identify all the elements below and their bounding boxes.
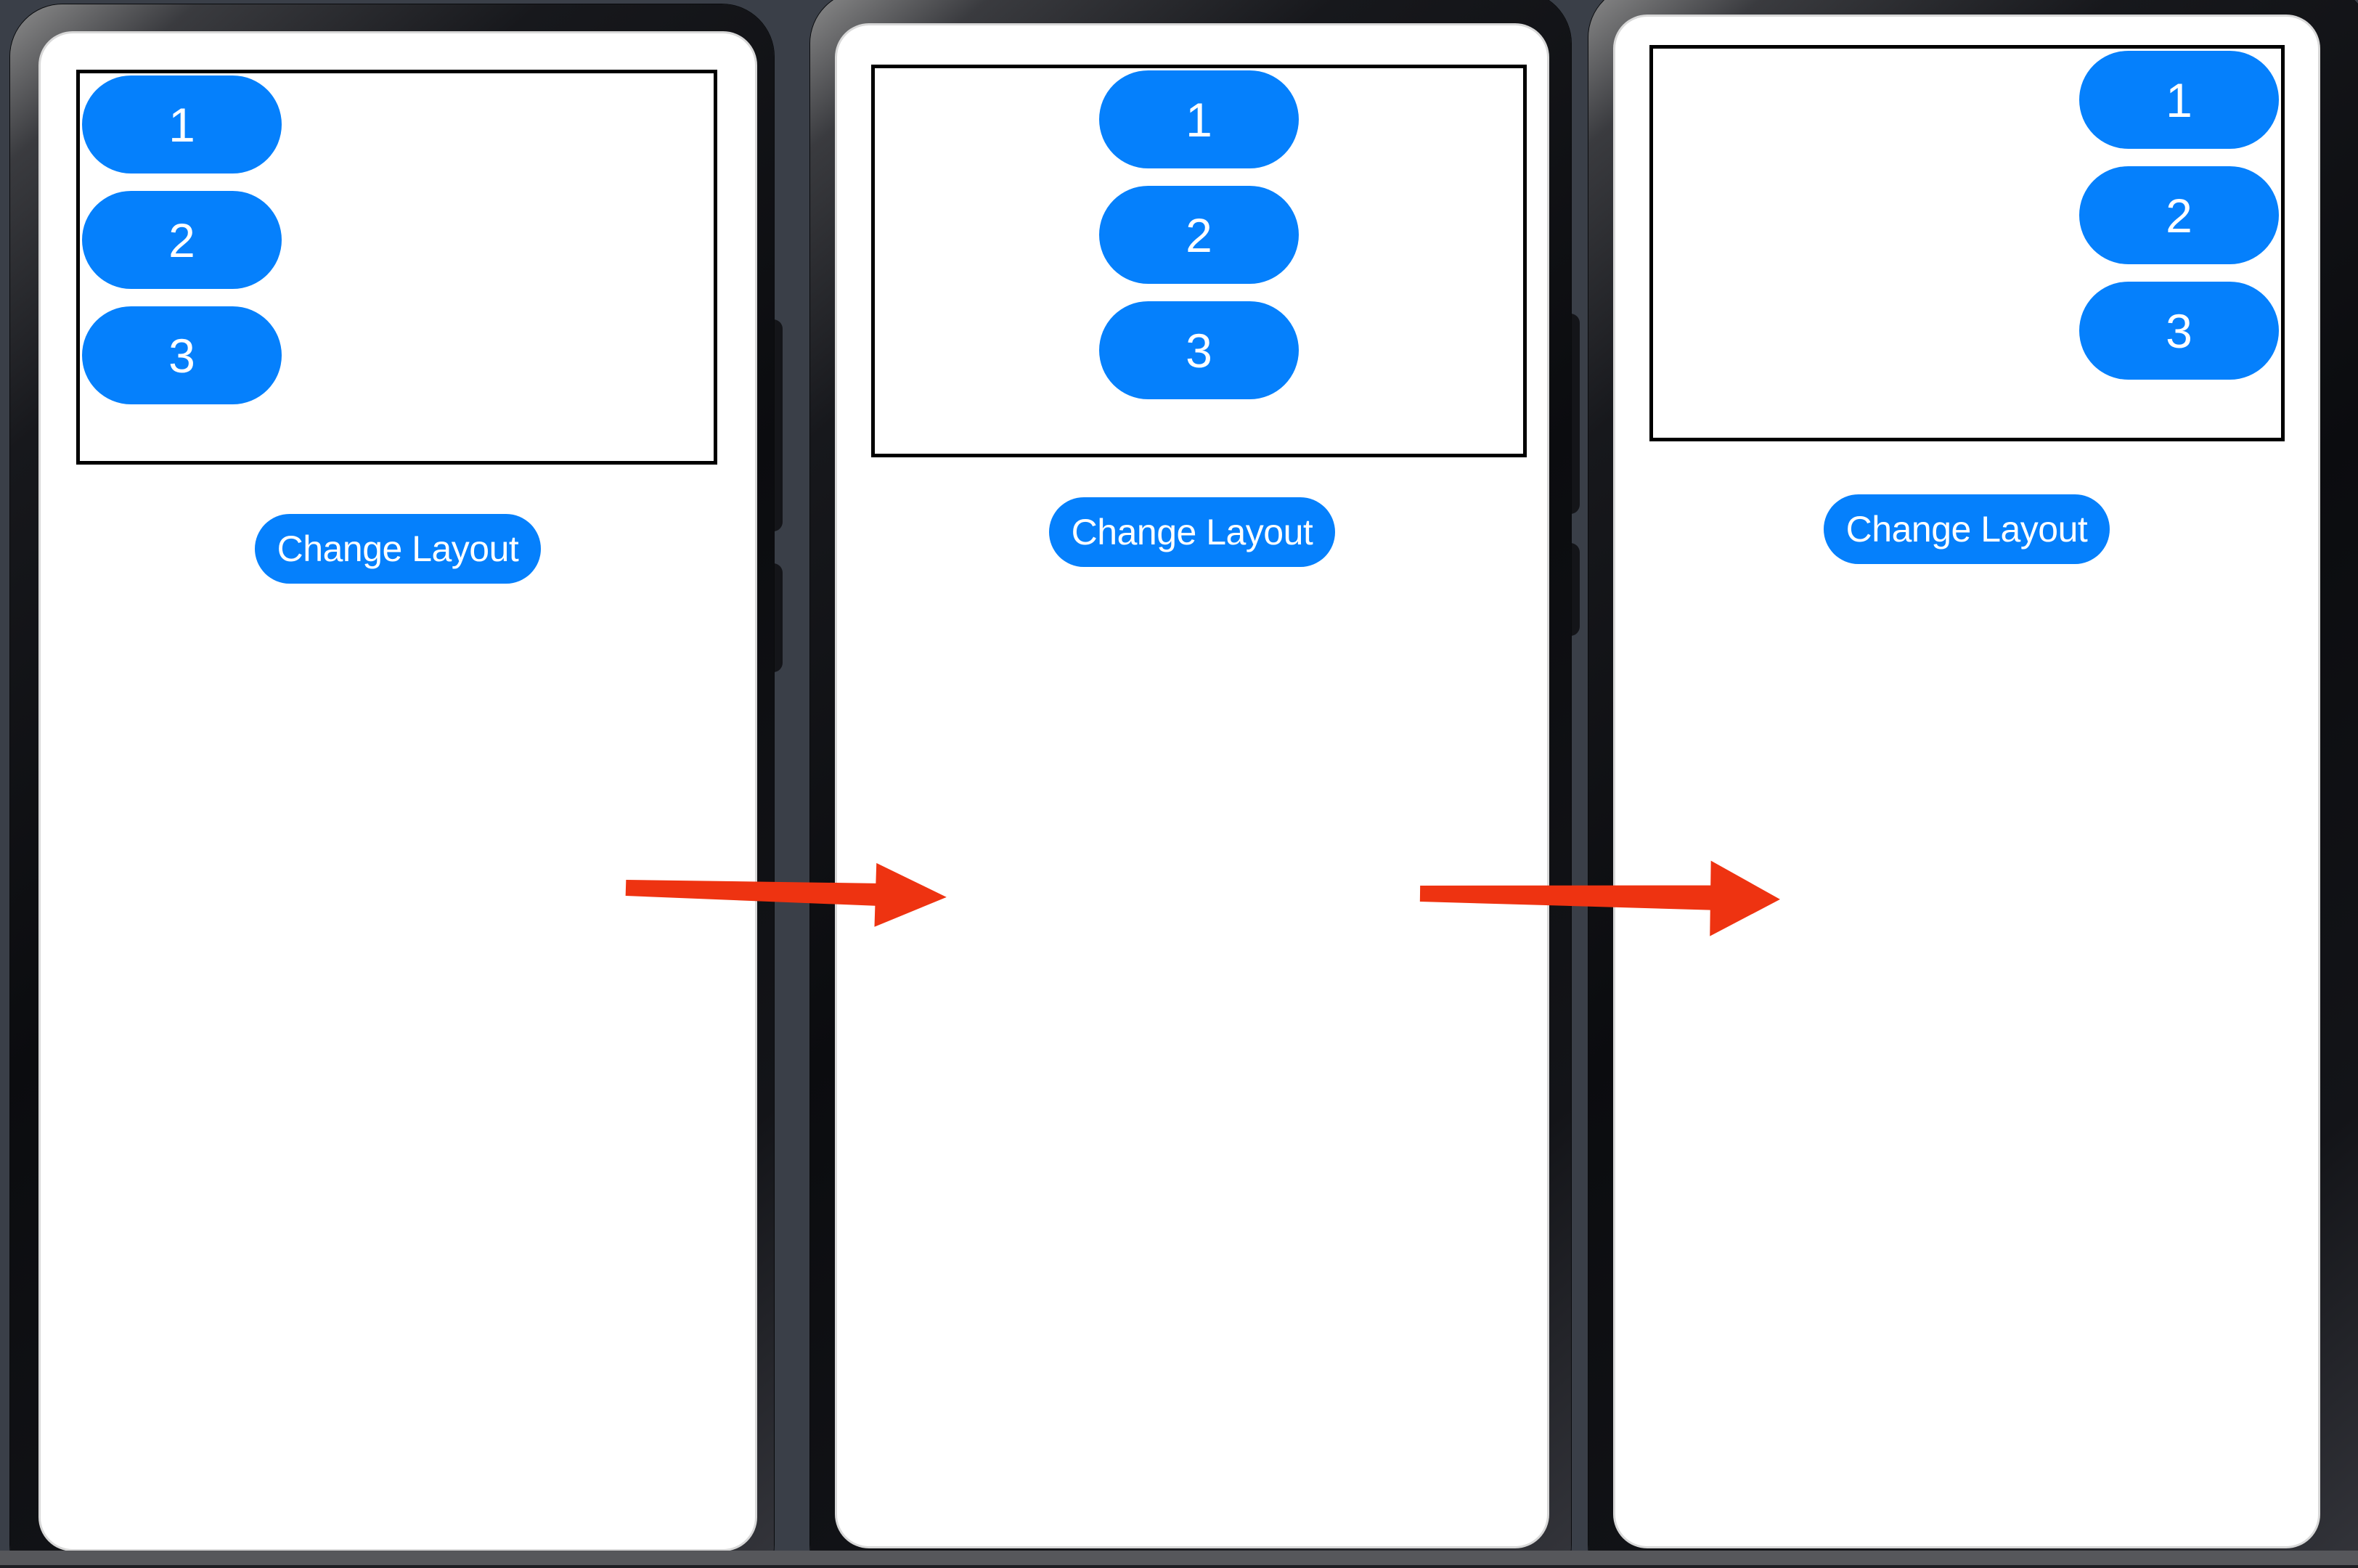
arrow-right-icon-2 — [1419, 860, 1780, 936]
phone-screen-1: 1 2 3 Change Layout — [41, 33, 755, 1549]
phone-frame-1: 1 2 3 Change Layout — [10, 4, 774, 1568]
change-layout-button-1[interactable]: Change Layout — [255, 514, 541, 584]
phone-bottom-edge-shadow — [0, 1565, 2358, 1568]
pill-1[interactable]: 1 — [2079, 51, 2279, 149]
pill-container-1: 1 2 3 — [76, 70, 717, 465]
phone-frame-2: 1 2 3 Change Layout — [810, 0, 1571, 1568]
change-layout-button-2[interactable]: Change Layout — [1049, 497, 1335, 567]
pill-3[interactable]: 3 — [1099, 301, 1299, 399]
pill-1[interactable]: 1 — [82, 75, 282, 173]
pill-container-3: 1 2 3 — [1649, 45, 2285, 441]
pill-container-2: 1 2 3 — [871, 65, 1527, 457]
phone-screen-2: 1 2 3 Change Layout — [837, 25, 1547, 1546]
change-layout-button-3[interactable]: Change Layout — [1824, 494, 2110, 564]
pill-2[interactable]: 2 — [2079, 166, 2279, 264]
pill-1[interactable]: 1 — [1099, 70, 1299, 168]
pill-3[interactable]: 3 — [2079, 282, 2279, 380]
pill-3[interactable]: 3 — [82, 306, 282, 404]
pill-stack-3: 1 2 3 — [1655, 51, 2279, 380]
arrow-right-icon-1 — [625, 862, 947, 927]
pill-2[interactable]: 2 — [1099, 186, 1299, 284]
pill-2[interactable]: 2 — [82, 191, 282, 289]
phone-frame-3: 1 2 3 Change Layout — [1588, 0, 2358, 1568]
pill-stack-1: 1 2 3 — [82, 75, 711, 404]
phone-screen-3: 1 2 3 Change Layout — [1615, 17, 2318, 1546]
phone-bottom-edge-highlight — [0, 1551, 2358, 1565]
pill-stack-2: 1 2 3 — [877, 70, 1521, 399]
